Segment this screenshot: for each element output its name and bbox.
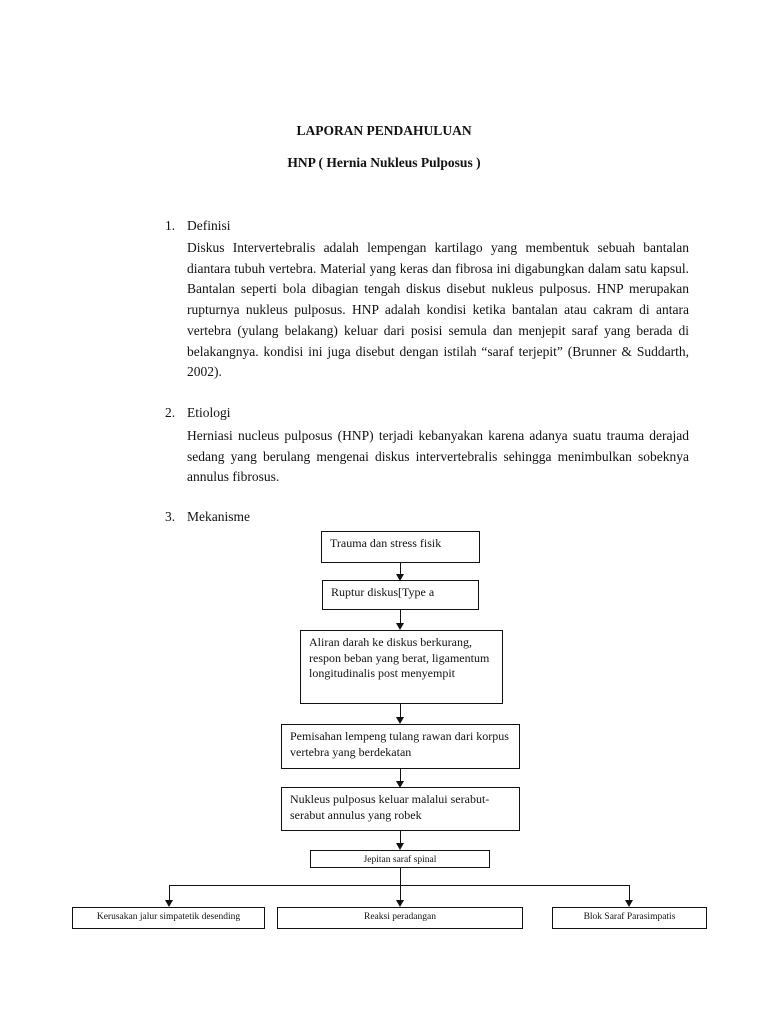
connector	[400, 885, 401, 900]
arrow-down-icon	[396, 843, 404, 850]
section-heading-mekanisme: 3. Mekanisme	[165, 509, 250, 525]
branch-connector	[169, 885, 630, 886]
flow-branch-reaksi: Reaksi peradangan	[277, 907, 523, 929]
section-heading-etiologi: 2. Etiologi	[165, 405, 231, 421]
arrow-down-icon	[396, 717, 404, 724]
arrow-down-icon	[396, 781, 404, 788]
section-title: Etiologi	[187, 405, 231, 420]
arrow-down-icon	[396, 623, 404, 630]
flow-step-trauma: Trauma dan stress fisik	[321, 531, 480, 563]
section-body-definisi: Diskus Intervertebralis adalah lempengan…	[187, 240, 689, 380]
flow-step-jepitan: Jepitan saraf spinal	[310, 850, 490, 868]
arrow-down-icon	[396, 574, 404, 581]
arrow-down-icon	[396, 900, 404, 907]
section-number: 1.	[165, 218, 176, 233]
section-body-etiologi: Herniasi nucleus pulposus (HNP) terjadi …	[187, 428, 689, 485]
connector	[400, 704, 401, 717]
connector	[169, 885, 170, 900]
flow-branch-kerusakan: Kerusakan jalur simpatetik desending	[72, 907, 265, 929]
connector	[629, 885, 630, 900]
section-title: Mekanisme	[187, 509, 250, 524]
flow-step-ruptur: Ruptur diskus[Type a	[322, 580, 479, 610]
arrow-down-icon	[625, 900, 633, 907]
connector	[400, 831, 401, 843]
flow-step-pemisahan: Pemisahan lempeng tulang rawan dari korp…	[281, 724, 520, 769]
connector	[400, 868, 401, 885]
connector	[400, 610, 401, 623]
section-number: 2.	[165, 405, 176, 420]
flow-step-aliran-darah: Aliran darah ke diskus berkurang, respon…	[300, 630, 503, 704]
section-heading-definisi: 1. Definisi	[165, 218, 231, 234]
arrow-down-icon	[165, 900, 173, 907]
flow-step-nukleus: Nukleus pulposus keluar malalui serabut-…	[281, 787, 520, 831]
section-number: 3.	[165, 509, 176, 524]
connector	[400, 769, 401, 781]
document-subtitle: HNP ( Hernia Nukleus Pulposus )	[287, 155, 481, 170]
flow-branch-blok-saraf: Blok Saraf Parasimpatis	[552, 907, 707, 929]
section-title: Definisi	[187, 218, 231, 233]
document-title: LAPORAN PENDAHULUAN	[296, 123, 472, 138]
connector	[400, 563, 401, 574]
